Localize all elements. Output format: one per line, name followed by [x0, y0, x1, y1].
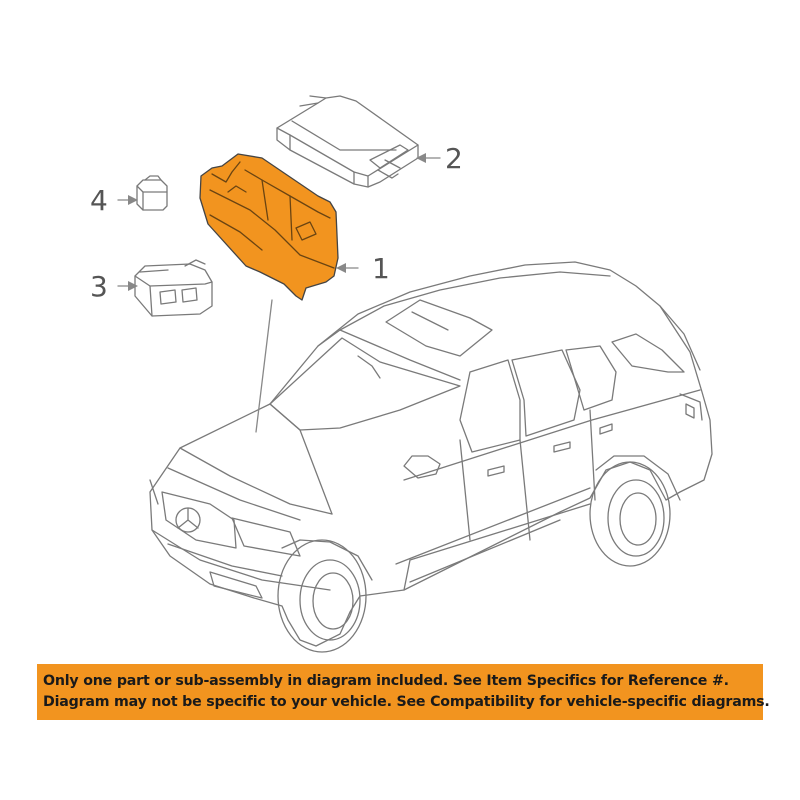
disclaimer-line-2: Diagram may not be specific to your vehi… [43, 694, 770, 710]
vehicle-illustration [149, 261, 713, 653]
callout-2: 2 [445, 142, 463, 175]
disclaimer-banner: Only one part or sub-assembly in diagram… [37, 664, 770, 720]
disclaimer-line-1: Only one part or sub-assembly in diagram… [43, 673, 729, 689]
part-fuse-relay-box [276, 95, 419, 188]
callout-1: 1 [372, 252, 390, 285]
callout-4: 4 [90, 184, 108, 217]
part-fuse-box-cover [199, 153, 339, 301]
leader-line-1-vehicle [255, 299, 273, 433]
callout-3: 3 [90, 270, 108, 303]
part-relay [136, 175, 168, 211]
part-relay-block [134, 259, 213, 317]
